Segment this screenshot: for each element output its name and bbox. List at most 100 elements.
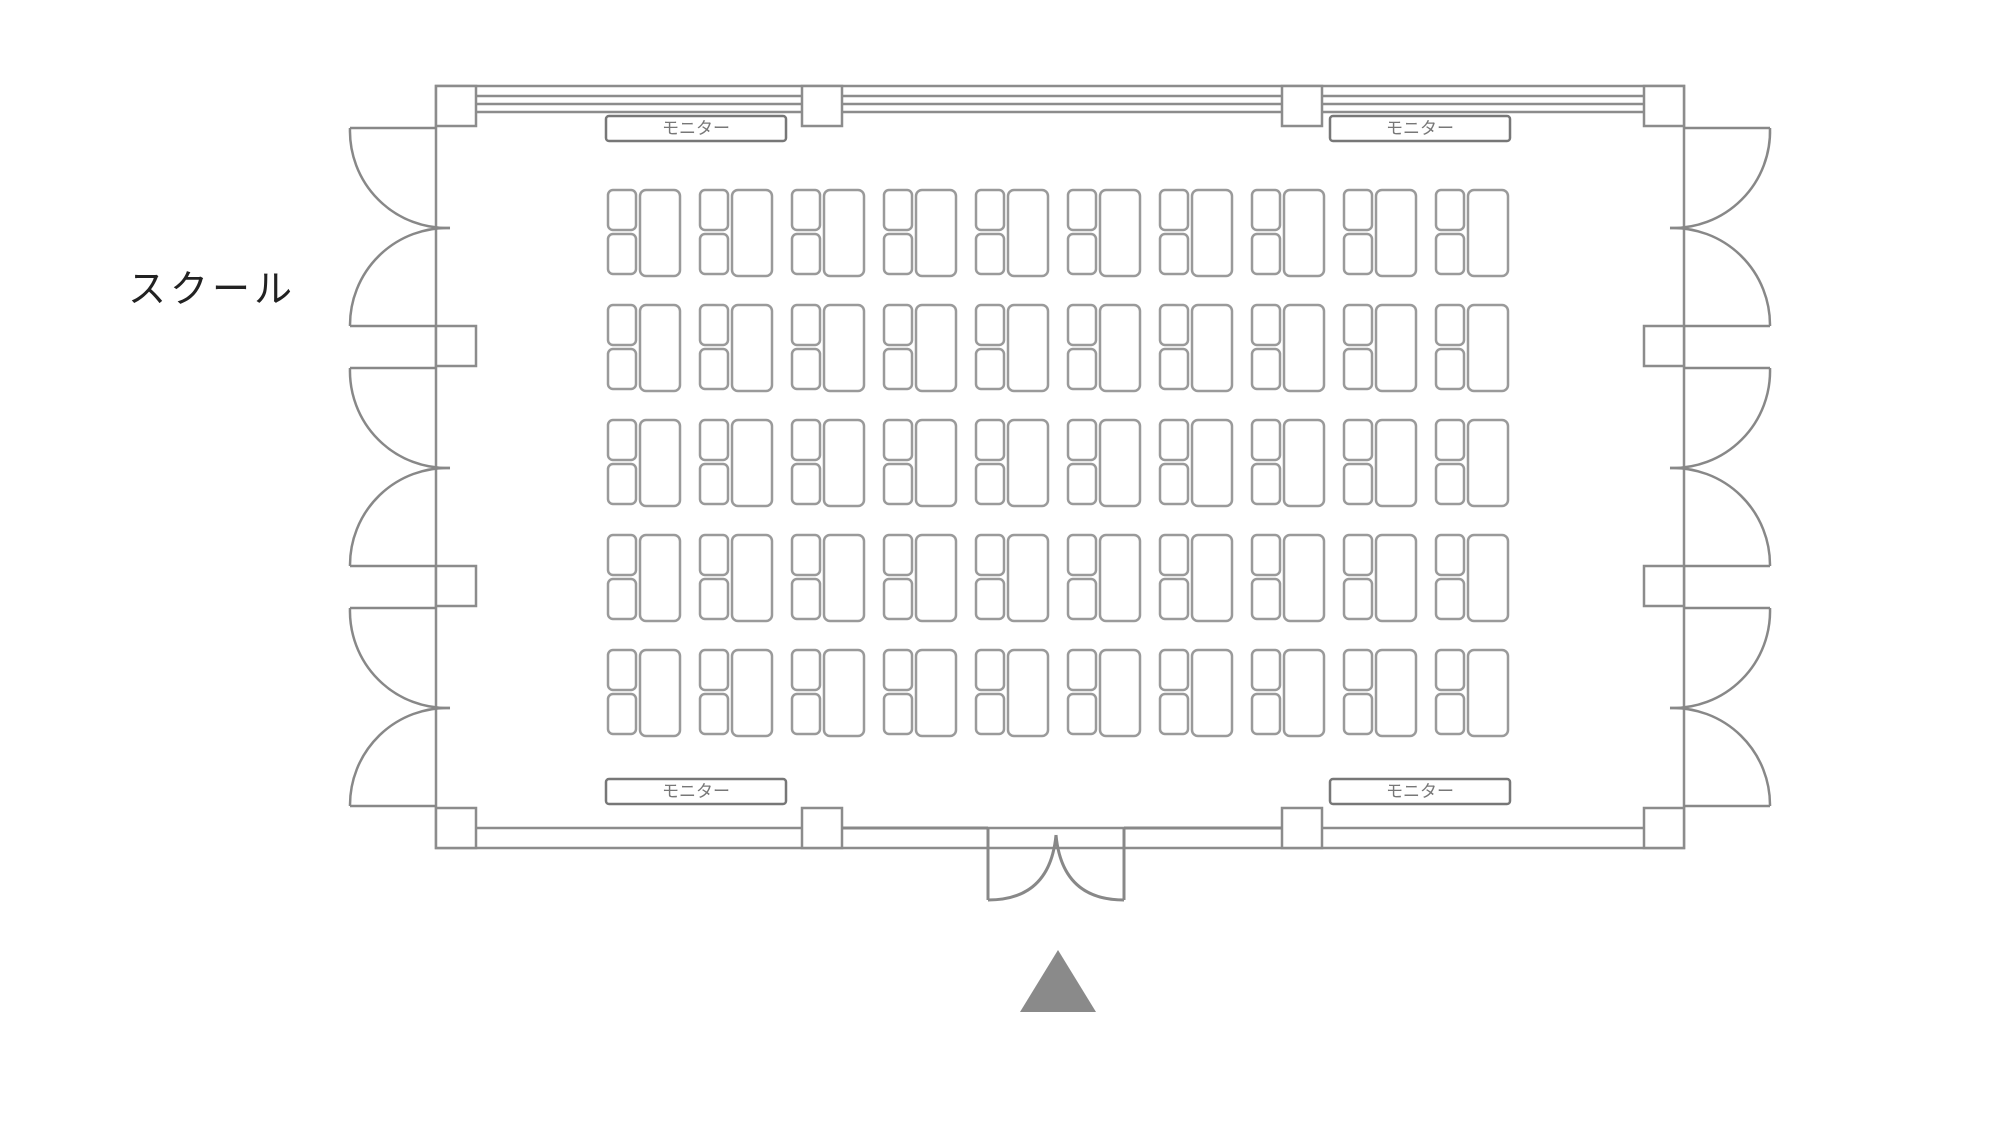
seat	[1250, 347, 1282, 391]
door-swing	[1669, 367, 1772, 470]
door-swing	[348, 706, 451, 807]
desk	[1098, 188, 1142, 278]
desk	[822, 303, 866, 393]
desk	[730, 533, 774, 623]
seat	[1342, 648, 1374, 692]
desk	[822, 648, 866, 738]
pillar	[1280, 84, 1324, 128]
seat	[1158, 232, 1190, 276]
pillar	[1642, 564, 1686, 608]
desk	[914, 533, 958, 623]
seat	[1434, 232, 1466, 276]
seat	[1342, 462, 1374, 506]
desk	[1374, 303, 1418, 393]
seat	[606, 692, 638, 736]
desk	[1006, 188, 1050, 278]
seat	[698, 648, 730, 692]
pillar	[1280, 806, 1324, 850]
seat	[606, 577, 638, 621]
pillar	[1642, 324, 1686, 368]
monitor-label: モニター	[1386, 119, 1454, 139]
desk	[914, 648, 958, 738]
desk	[1374, 418, 1418, 508]
monitor-label: モニター	[1386, 782, 1454, 802]
seat	[1250, 577, 1282, 621]
seat	[1066, 692, 1098, 736]
seat	[882, 577, 914, 621]
desk	[638, 533, 682, 623]
desk	[1190, 533, 1234, 623]
seat	[1434, 462, 1466, 506]
seat	[698, 462, 730, 506]
seat	[606, 462, 638, 506]
seat	[790, 347, 822, 391]
seat	[1250, 692, 1282, 736]
seat	[698, 533, 730, 577]
pillar	[434, 324, 478, 368]
desk	[1282, 418, 1326, 508]
pillar	[434, 564, 478, 608]
seat	[1066, 533, 1098, 577]
seat	[606, 303, 638, 347]
seat	[1158, 648, 1190, 692]
desk	[730, 303, 774, 393]
desk	[1190, 648, 1234, 738]
monitor-icon: モニター	[1328, 777, 1512, 806]
desk	[1006, 648, 1050, 738]
seat	[1342, 232, 1374, 276]
seat	[606, 648, 638, 692]
seat	[1158, 462, 1190, 506]
seat	[698, 188, 730, 232]
desk	[1006, 303, 1050, 393]
seat	[1434, 577, 1466, 621]
seat	[1434, 347, 1466, 391]
seat	[882, 692, 914, 736]
seat	[1342, 692, 1374, 736]
pillar	[434, 84, 478, 128]
seat	[1434, 188, 1466, 232]
seat	[1158, 692, 1190, 736]
seat	[1066, 577, 1098, 621]
seat	[1434, 418, 1466, 462]
desk	[1466, 303, 1510, 393]
seat	[882, 232, 914, 276]
desk	[1374, 188, 1418, 278]
seat	[974, 232, 1006, 276]
desk	[1466, 533, 1510, 623]
seat	[1342, 418, 1374, 462]
desk	[1374, 648, 1418, 738]
seat	[1434, 648, 1466, 692]
seat	[698, 577, 730, 621]
seat	[606, 347, 638, 391]
pillar	[1642, 84, 1686, 128]
seat	[790, 648, 822, 692]
seat	[790, 303, 822, 347]
seat	[606, 533, 638, 577]
seat	[790, 533, 822, 577]
desk	[914, 303, 958, 393]
seating-grid	[606, 188, 1510, 738]
seat	[1342, 347, 1374, 391]
desk	[730, 418, 774, 508]
seat	[1250, 462, 1282, 506]
desk	[1466, 188, 1510, 278]
seat	[606, 188, 638, 232]
door-swing	[348, 466, 451, 567]
seat	[882, 303, 914, 347]
seat	[1066, 188, 1098, 232]
seat	[1066, 648, 1098, 692]
desk	[1006, 533, 1050, 623]
desk	[1098, 303, 1142, 393]
desk	[638, 648, 682, 738]
door-swing	[1669, 226, 1772, 327]
seat	[1066, 232, 1098, 276]
seat	[1342, 303, 1374, 347]
monitor-label: モニター	[662, 119, 730, 139]
desk	[1006, 418, 1050, 508]
desk	[1098, 648, 1142, 738]
desk	[1098, 533, 1142, 623]
seat	[606, 418, 638, 462]
door-swing	[1669, 466, 1772, 567]
pillar	[800, 806, 844, 850]
seat	[974, 462, 1006, 506]
